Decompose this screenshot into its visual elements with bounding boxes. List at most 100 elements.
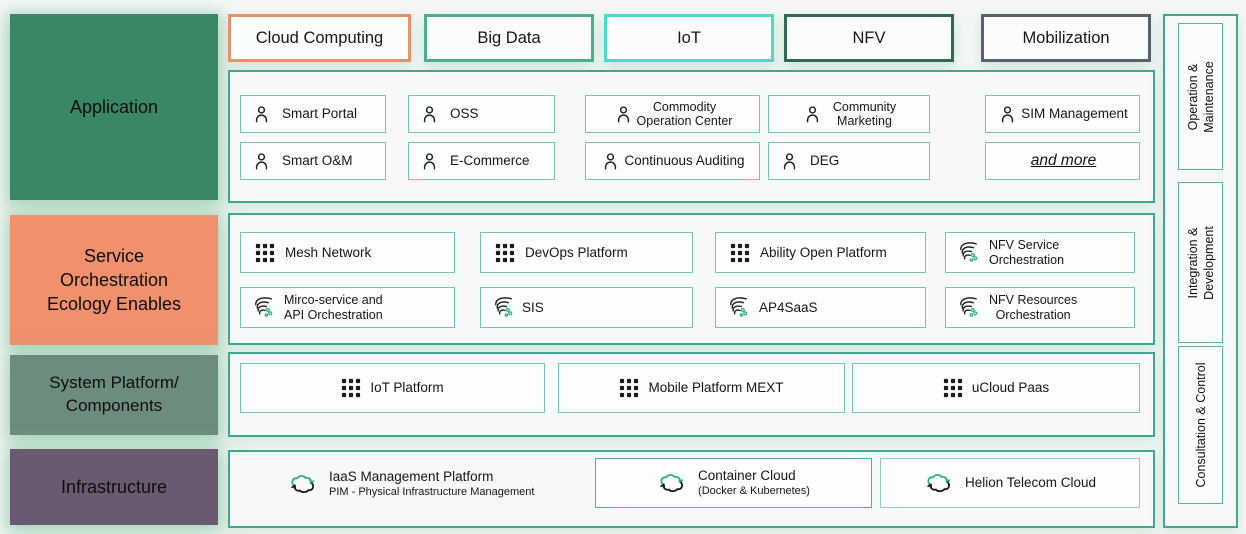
service-item-label: Mirco-service and API Orchestration bbox=[284, 293, 383, 322]
service-item-nfv-service-orchestration: NFV Service Orchestration bbox=[945, 232, 1135, 273]
platform-item-label: IoT Platform bbox=[370, 380, 444, 396]
app-item-smart-portal: Smart Portal bbox=[240, 95, 386, 133]
person-icon bbox=[783, 152, 796, 170]
category-mobilization: Mobilization bbox=[981, 14, 1151, 62]
app-item-label: E-Commerce bbox=[450, 153, 530, 169]
orchestration-swirl-icon bbox=[960, 242, 978, 262]
service-item-label: NFV Service Orchestration bbox=[989, 238, 1065, 267]
platform-item-label: uCloud Paas bbox=[971, 380, 1050, 396]
category-label: IoT bbox=[677, 28, 701, 47]
right-section-label: Integration & Development bbox=[1185, 225, 1216, 300]
infra-item-subtitle: (Docker & Kubernetes) bbox=[698, 484, 810, 497]
app-item-smart-om: Smart O&M bbox=[240, 142, 386, 180]
left-section-application: Application bbox=[10, 14, 218, 200]
service-item-ability-open-platform: Ability Open Platform bbox=[715, 232, 926, 273]
app-item-label: OSS bbox=[450, 106, 479, 122]
grid-icon bbox=[342, 378, 361, 398]
left-section-label: Application bbox=[69, 96, 159, 117]
category-label: Big Data bbox=[477, 28, 541, 47]
infra-item-container-cloud: Container Cloud (Docker & Kubernetes) bbox=[595, 458, 872, 508]
left-section-service-orchestration: Service Orchestration Ecology Enables bbox=[10, 215, 218, 345]
category-label: Cloud Computing bbox=[255, 28, 384, 47]
service-item-devops-platform: DevOps Platform bbox=[480, 232, 693, 273]
app-item-label: DEG bbox=[810, 153, 840, 169]
infra-item-subtitle: PIM - Physical Infrastructure Management bbox=[329, 485, 535, 498]
infra-item-text: Container Cloud (Docker & Kubernetes) bbox=[698, 468, 810, 497]
app-item-label: Continuous Auditing bbox=[624, 153, 745, 169]
cloud-sync-icon bbox=[660, 474, 684, 493]
grid-icon bbox=[620, 378, 639, 398]
left-section-infrastructure: Infrastructure bbox=[10, 449, 218, 525]
grid-icon bbox=[495, 243, 515, 262]
category-label: Mobilization bbox=[1022, 28, 1110, 47]
grid-icon bbox=[943, 378, 962, 398]
service-item-label: Ability Open Platform bbox=[760, 244, 887, 260]
infra-item-iaas-management-platform: IaaS Management Platform PIM - Physical … bbox=[278, 458, 578, 510]
app-item-label: SIM Management bbox=[1021, 106, 1128, 122]
category-label: NFV bbox=[852, 28, 886, 47]
infra-item-title: IaaS Management Platform bbox=[329, 469, 494, 485]
person-icon bbox=[255, 105, 268, 123]
cloud-sync-icon bbox=[927, 474, 951, 493]
right-section-integration-development: Integration & Development bbox=[1178, 182, 1223, 343]
platform-item-mobile-platform-mext: Mobile Platform MEXT bbox=[558, 363, 845, 413]
app-item-deg: DEG bbox=[768, 142, 930, 180]
infra-item-title: Container Cloud bbox=[698, 468, 796, 484]
app-item-sim-management: SIM Management bbox=[985, 95, 1140, 133]
app-item-oss: OSS bbox=[408, 95, 555, 133]
category-nfv: NFV bbox=[784, 14, 954, 62]
app-item-label: Commodity Operation Center bbox=[636, 99, 733, 128]
infra-item-helion-telecom-cloud: Helion Telecom Cloud bbox=[880, 458, 1140, 508]
platform-item-label: Mobile Platform MEXT bbox=[648, 380, 784, 396]
grid-icon bbox=[255, 243, 275, 262]
left-section-label: Infrastructure bbox=[60, 476, 168, 497]
app-item-commodity-operation-center: Commodity Operation Center bbox=[585, 95, 760, 133]
app-item-label: and more bbox=[1030, 152, 1097, 170]
app-item-label: Smart Portal bbox=[282, 106, 358, 122]
right-section-label: Consultation & Control bbox=[1193, 362, 1208, 488]
infra-item-text: IaaS Management Platform PIM - Physical … bbox=[329, 469, 534, 498]
person-icon bbox=[1002, 105, 1014, 123]
right-section-consultation-control: Consultation & Control bbox=[1178, 346, 1223, 504]
service-item-label: SIS bbox=[522, 299, 544, 315]
service-item-ap4saas: AP4SaaS bbox=[715, 287, 926, 328]
app-item-community-marketing: Community Marketing bbox=[768, 95, 930, 133]
person-icon bbox=[617, 105, 629, 123]
category-big-data: Big Data bbox=[424, 14, 594, 62]
person-icon bbox=[806, 105, 819, 123]
person-icon bbox=[423, 152, 436, 170]
orchestration-swirl-icon bbox=[255, 297, 273, 317]
app-item-label: Community Marketing bbox=[832, 99, 897, 128]
left-section-label: System Platform/ Components bbox=[49, 373, 179, 415]
orchestration-swirl-icon bbox=[730, 297, 748, 317]
person-icon bbox=[255, 152, 268, 170]
right-section-operation-maintenance: Operation & Maintenance bbox=[1178, 23, 1223, 170]
platform-item-iot-platform: IoT Platform bbox=[240, 363, 545, 413]
person-icon bbox=[423, 105, 436, 123]
service-item-sis: SIS bbox=[480, 287, 693, 328]
service-item-label: AP4SaaS bbox=[759, 299, 818, 315]
cloud-sync-icon bbox=[291, 475, 315, 494]
application-section-frame bbox=[228, 70, 1155, 203]
app-item-continuous-auditing: Continuous Auditing bbox=[585, 142, 760, 180]
left-section-label: Service Orchestration Ecology Enables bbox=[46, 245, 182, 315]
category-cloud-computing: Cloud Computing bbox=[228, 14, 411, 62]
infra-item-title: Helion Telecom Cloud bbox=[964, 475, 1097, 491]
right-section-label: Operation & Maintenance bbox=[1185, 60, 1216, 133]
app-item-and-more: and more bbox=[985, 142, 1140, 180]
app-item-e-commerce: E-Commerce bbox=[408, 142, 555, 180]
service-item-mesh-network: Mesh Network bbox=[240, 232, 455, 273]
grid-icon bbox=[730, 243, 750, 262]
service-item-label: DevOps Platform bbox=[525, 244, 628, 260]
person-icon bbox=[605, 152, 617, 170]
orchestration-swirl-icon bbox=[960, 297, 978, 317]
category-iot: IoT bbox=[604, 14, 774, 62]
orchestration-swirl-icon bbox=[495, 297, 513, 317]
service-item-nfv-resources-orchestration: NFV Resources Orchestration bbox=[945, 287, 1135, 328]
service-item-mirco-service-api-orchestration: Mirco-service and API Orchestration bbox=[240, 287, 455, 328]
left-section-system-platform: System Platform/ Components bbox=[10, 355, 218, 435]
platform-item-ucloud-paas: uCloud Paas bbox=[852, 363, 1140, 413]
service-item-label: NFV Resources Orchestration bbox=[989, 293, 1078, 322]
service-item-label: Mesh Network bbox=[285, 244, 372, 260]
